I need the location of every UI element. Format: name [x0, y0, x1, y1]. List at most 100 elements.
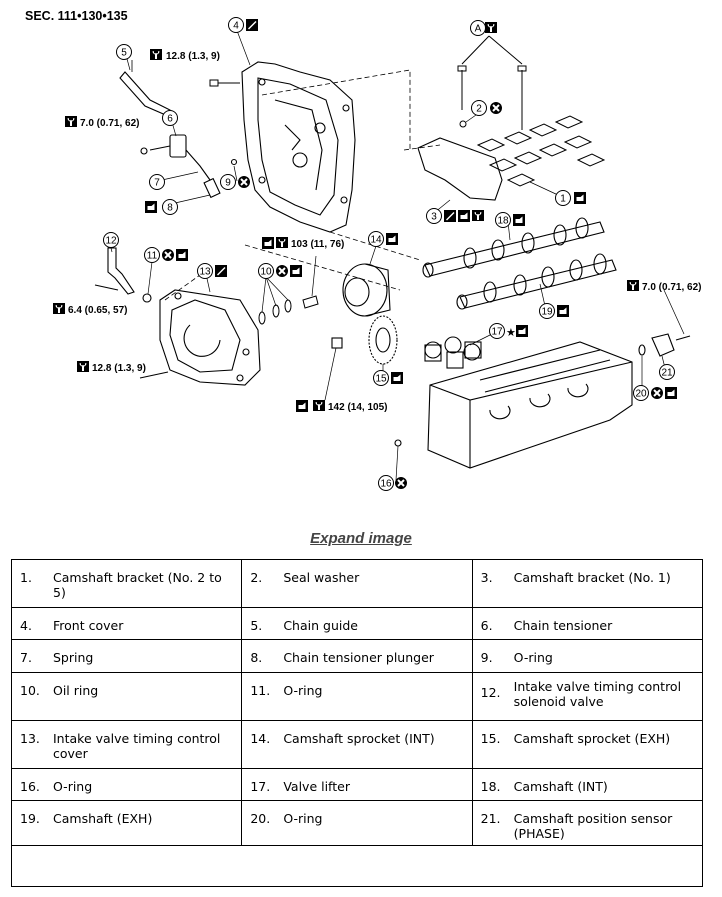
part-description: Chain tensioner	[513, 617, 613, 633]
sealant-icon	[246, 19, 258, 31]
part-number: 18.	[480, 778, 501, 794]
part-number: 9.	[480, 650, 493, 666]
legend-cell: 14.Camshaft sprocket (INT)	[241, 719, 473, 769]
part-number: 10.	[20, 683, 40, 699]
table-row: 1.Camshaft bracket (No. 2 to 5) 2.Seal w…	[10, 559, 704, 608]
svg-text:15: 15	[375, 374, 387, 385]
part-number: 13.	[20, 730, 40, 746]
expand-image-link[interactable]: Expand image	[310, 530, 412, 547]
part-number: 1.	[20, 570, 32, 585]
oil-can-icon	[296, 400, 308, 412]
svg-text:17: 17	[491, 327, 503, 338]
callout-7: 7	[149, 174, 165, 190]
oil-can-icon	[391, 372, 403, 384]
torque-position-sensor: 7.0 (0.71, 62)	[642, 282, 701, 293]
oil-can-icon	[386, 233, 398, 245]
svg-text:16: 16	[380, 479, 392, 490]
sealant-icon	[444, 210, 456, 222]
legend-cell: 16.O-ring	[10, 767, 243, 802]
svg-text:12: 12	[105, 236, 117, 247]
callout-3: 3	[426, 208, 442, 224]
torque-labels: 12.8 (1.3, 9) 7.0 (0.71, 62) 103 (11, 76…	[68, 51, 701, 413]
callout-17: 17	[489, 323, 505, 339]
part-number: 17.	[250, 778, 271, 794]
part-number: 8.	[250, 650, 263, 666]
part-number: 19.	[20, 811, 40, 827]
torque-wrench-icon	[313, 400, 325, 411]
part-number: 2.	[250, 570, 263, 585]
svg-text:7: 7	[154, 178, 160, 189]
callout-9: 9	[220, 174, 236, 190]
svg-text:11: 11	[147, 251, 158, 262]
svg-text:9: 9	[225, 178, 231, 189]
part-number: 21.	[480, 811, 501, 827]
part-number: 4.	[20, 617, 32, 633]
no-reuse-icon	[650, 386, 664, 400]
svg-text:20: 20	[635, 389, 647, 400]
torque-sprocket-exh: 142 (14, 105)	[328, 402, 388, 413]
int-valve-timing-cover-drawing	[139, 289, 261, 386]
oil-can-icon	[458, 210, 470, 222]
camshaft-sprocket-int-drawing	[342, 263, 391, 317]
callout-8: 8	[162, 199, 178, 215]
part-description: Camshaft bracket (No. 1)	[513, 570, 671, 585]
camshaft-int-drawing	[422, 217, 605, 278]
legend-cell: 4. Front cover	[10, 606, 243, 641]
table-row: 16.O-ring 17.Valve lifter 18.Camshaft (I…	[10, 767, 704, 802]
leader-lines	[110, 27, 685, 481]
bracket-bolts-drawing	[457, 35, 527, 130]
part-description: Front cover	[53, 617, 124, 633]
svg-text:10: 10	[260, 267, 272, 278]
oil-can-icon	[574, 192, 586, 204]
callout-14: 14	[368, 231, 384, 247]
part-description: Spring	[53, 650, 94, 666]
callout-21: 21	[659, 364, 675, 380]
part-description: Oil ring	[53, 683, 99, 699]
oil-can-icon	[262, 237, 274, 249]
svg-text:18: 18	[497, 216, 509, 227]
part-description: O-ring	[513, 650, 553, 666]
oil-can-icon	[557, 305, 569, 317]
camshaft-bracket-no1-drawing	[417, 137, 503, 201]
oil-can-icon	[176, 249, 188, 261]
part-number: 14.	[250, 730, 271, 746]
camshaft-exh-drawing	[456, 253, 617, 310]
part-description: Chain guide	[283, 617, 358, 633]
part-description: Camshaft position sensor (PHASE)	[513, 811, 673, 842]
svg-text:1: 1	[560, 194, 566, 205]
callout-19: 19	[539, 303, 555, 319]
legend-cell: 18.Camshaft (INT)	[471, 767, 704, 802]
torque-wrench-icon	[485, 22, 497, 33]
parts-legend-table: 1.Camshaft bracket (No. 2 to 5) 2.Seal w…	[10, 559, 704, 887]
part-description: Intake valve timing control cover	[53, 730, 221, 761]
legend-cell: 9. O-ring	[471, 639, 704, 674]
oil-can-icon	[513, 214, 525, 226]
part-number: 16.	[20, 778, 40, 794]
table-row: 7.Spring 8.Chain tensioner plunger 9.O-r…	[10, 639, 704, 674]
svg-text:6: 6	[167, 114, 173, 125]
oil-can-icon	[516, 325, 528, 337]
chain-guide-drawing	[119, 71, 171, 117]
legend-cell: 10. Oil ring	[10, 672, 243, 721]
part-description: Camshaft sprocket (EXH)	[513, 730, 671, 746]
table-row	[11, 845, 703, 887]
callout-20: 20	[633, 385, 649, 401]
torque-valve-timing-cover: 12.8 (1.3, 9)	[92, 363, 146, 374]
callout-a: A	[470, 20, 486, 36]
svg-text:4: 4	[233, 21, 239, 32]
callout-18: 18	[495, 212, 511, 228]
callout-5: 5	[116, 44, 132, 60]
svg-text:A: A	[475, 24, 482, 35]
part-description: Seal washer	[283, 570, 360, 585]
no-reuse-icon	[489, 101, 503, 115]
legend-cell: 19.Camshaft (EXH)	[10, 800, 243, 847]
no-reuse-icon	[161, 248, 175, 262]
legend-cell: 2. Seal washer	[241, 559, 473, 608]
oil-can-icon	[145, 201, 157, 213]
legend-cell: 15. Camshaft sprocket (EXH)	[471, 719, 704, 769]
torque-wrench-icon	[65, 116, 77, 127]
no-reuse-icon	[237, 175, 251, 189]
legend-blank-cell	[11, 845, 703, 887]
part-number: 15.	[480, 730, 501, 746]
part-number: 5.	[250, 617, 263, 633]
